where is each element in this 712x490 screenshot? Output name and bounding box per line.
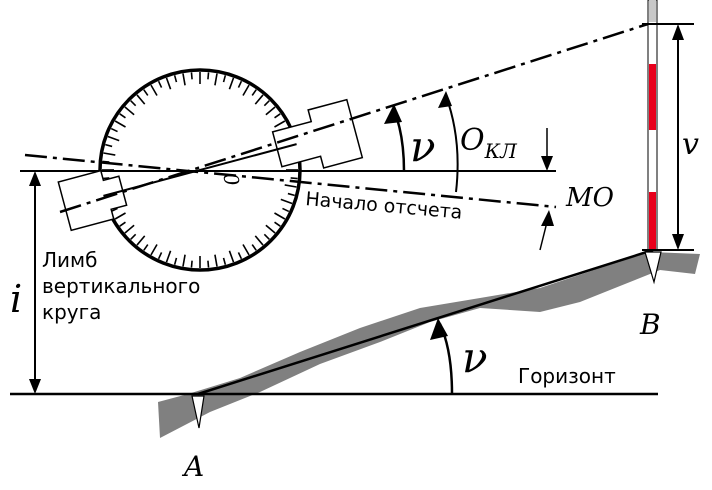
limb-tick (265, 106, 276, 116)
limb-tick (182, 254, 186, 267)
limb-tick (254, 235, 264, 246)
mo-arrowhead-top (541, 156, 553, 171)
mo-arrowhead-bottom (541, 210, 554, 226)
limb-tick (222, 257, 227, 265)
limb-tick (263, 233, 270, 240)
limb-tick (242, 244, 250, 256)
ground-terrain (158, 252, 700, 438)
angle-nu-arrowhead-top (384, 104, 402, 124)
limb-tick (110, 127, 118, 133)
height-v-label: v (682, 127, 699, 162)
limb-tick (228, 250, 235, 263)
limb-tick (124, 224, 135, 234)
start-reading-line (24, 153, 557, 209)
limb-tick (103, 152, 116, 156)
limb-tick (136, 94, 146, 105)
mo-label: MO (565, 183, 614, 213)
mo-arrow-bottom (539, 221, 548, 251)
height-v-arrowhead-top (672, 24, 684, 40)
limb-tick (150, 84, 158, 96)
limb-tick (274, 221, 281, 227)
limb-tick (136, 235, 146, 246)
limb-tick (237, 80, 243, 88)
height-v-arrowhead-bottom (672, 234, 684, 250)
height-i-label: i (10, 277, 22, 321)
limb-tick (173, 75, 178, 83)
limb-tick (254, 94, 264, 105)
limb-tick (124, 106, 135, 116)
limb-tick (290, 177, 298, 180)
slope-line-ab (197, 248, 654, 396)
height-i-arrowhead-bottom (29, 379, 41, 394)
limb-tick (114, 212, 126, 220)
limb-tick (165, 77, 172, 90)
horizon-label: Горизонт (518, 364, 616, 388)
point-a-label: A (181, 450, 204, 483)
limb-tick (263, 100, 270, 107)
limb-tick (214, 73, 218, 86)
limb-tick (207, 260, 210, 268)
limb-tick (105, 143, 113, 148)
sight-line (59, 22, 649, 214)
limb-tick (282, 207, 290, 213)
limb-tick (150, 244, 158, 256)
height-i-arrowhead-top (29, 171, 41, 186)
limb-tick (274, 212, 286, 220)
peg-a (191, 395, 205, 429)
limb-tick (157, 252, 163, 260)
limb-label-line2: вертикального (42, 274, 200, 298)
angle-nu-arrowhead-bottom (430, 318, 448, 340)
limb-tick (157, 80, 163, 88)
angle-okl-arrowhead (438, 91, 452, 108)
limb-tick (287, 192, 295, 197)
limb-tick (130, 100, 137, 107)
limb-tick (251, 244, 257, 251)
angle-okl-arc (445, 95, 459, 193)
limb-tick (207, 72, 210, 80)
leveling-staff (647, 0, 658, 251)
limb-tick (182, 73, 186, 86)
limb-label-line1: Лимб (42, 248, 97, 272)
point-b-label: B (639, 308, 661, 341)
limb-tick (237, 252, 243, 260)
limb-tick (119, 113, 126, 119)
limb-tick (190, 260, 193, 268)
zero-mark: 0 (218, 171, 244, 188)
limb-tick (214, 254, 218, 267)
limb-tick (242, 84, 250, 96)
limb-tick (165, 250, 172, 263)
limb-tick (274, 113, 281, 119)
limb-tick (143, 89, 149, 96)
limb-tick (130, 233, 137, 240)
limb-tick (222, 75, 227, 83)
limb-tick (114, 120, 126, 128)
limb-tick (119, 221, 126, 227)
limb-tick (265, 224, 276, 234)
limb-tick (284, 184, 297, 188)
okl-label: OКЛ (460, 123, 518, 163)
angle-nu-label-top: ν (410, 122, 436, 171)
peg-b (644, 251, 662, 285)
limb-tick (173, 257, 178, 265)
limb-tick (251, 89, 257, 96)
limb-tick (107, 135, 120, 142)
limb-tick (280, 198, 293, 205)
angle-nu-label-bottom: ν (462, 333, 488, 382)
limb-tick (190, 72, 193, 80)
limb-tick (228, 77, 235, 90)
limb-label-line3: круга (42, 300, 101, 324)
limb-tick (274, 120, 286, 128)
start-reading-label: Начало отсчета (305, 188, 464, 224)
limb-tick (143, 244, 149, 251)
telescope (57, 98, 364, 232)
